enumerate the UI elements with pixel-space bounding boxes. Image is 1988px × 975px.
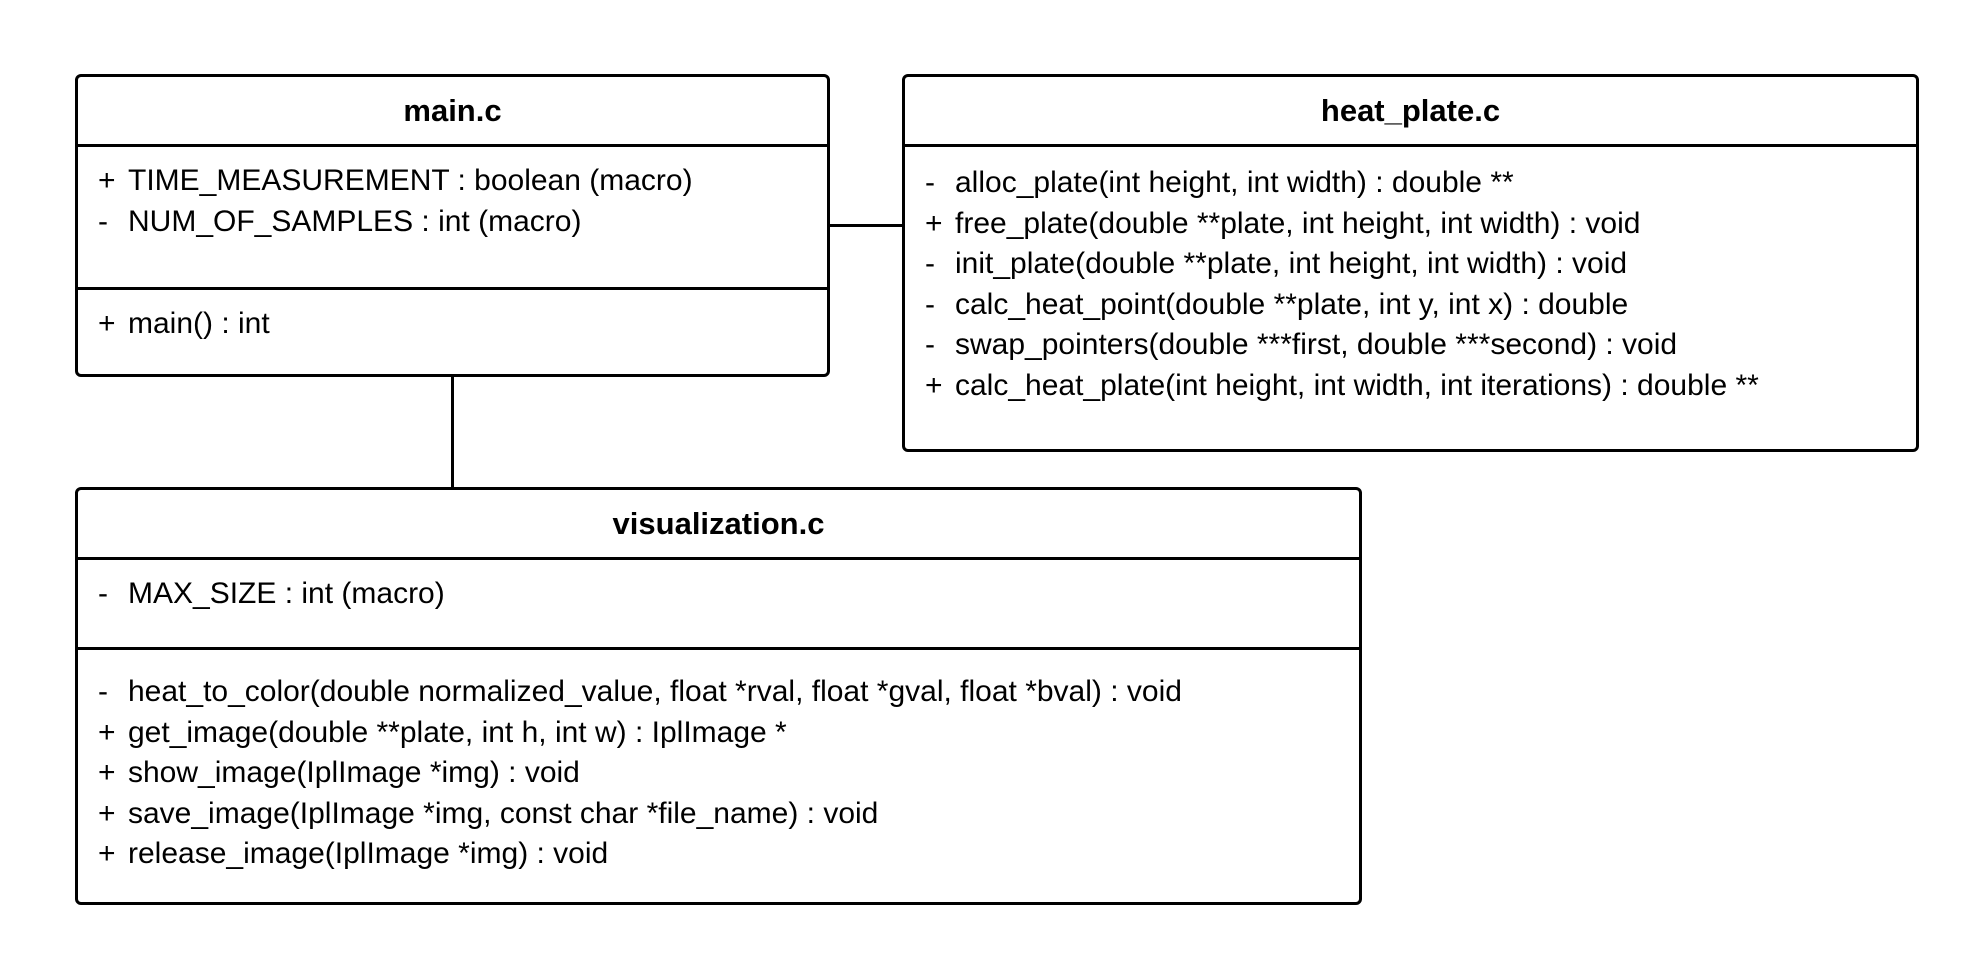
operation-text: main() : int (128, 307, 270, 340)
operation-row: -swap_pointers(double ***first, double *… (925, 325, 1916, 366)
visibility-marker: + (98, 837, 116, 870)
operation-text: release_image(IplImage *img) : void (128, 837, 609, 870)
attribute-text: MAX_SIZE : int (macro) (128, 577, 445, 610)
visibility-marker: - (98, 204, 108, 238)
connector-main-visualization (451, 374, 454, 489)
visibility-marker: - (925, 166, 935, 199)
operation-row: -calc_heat_point(double **plate, int y, … (925, 285, 1916, 326)
visibility-marker: + (98, 715, 116, 749)
class-title-heat-plate: heat_plate.c (905, 77, 1916, 147)
attributes-section-main: + TIME_MEASUREMENT : boolean (macro) -NUM… (78, 147, 827, 287)
visibility-marker: + (925, 206, 943, 240)
attributes-section-visualization: -MAX_SIZE : int (macro) (78, 560, 1359, 647)
attribute-row: -NUM_OF_SAMPLES : int (macro) (98, 202, 827, 243)
attribute-text: TIME_MEASUREMENT : boolean (macro) (128, 164, 693, 197)
class-box-heat-plate: heat_plate.c -alloc_plate(int height, in… (902, 74, 1919, 452)
operations-section-heat-plate: -alloc_plate(int height, int width) : do… (905, 147, 1916, 449)
visibility-marker: - (98, 675, 108, 708)
class-title-main: main.c (78, 77, 827, 147)
operation-text: calc_heat_point(double **plate, int y, i… (955, 287, 1629, 321)
connector-main-heat-plate (827, 224, 905, 227)
attribute-row: + TIME_MEASUREMENT : boolean (macro) (98, 161, 827, 202)
operation-text: free_plate(double **plate, int height, i… (955, 206, 1641, 240)
visibility-marker: + (98, 164, 116, 197)
operation-row: + free_plate(double **plate, int height, … (925, 204, 1916, 245)
operation-row: + show_image(IplImage *img) : void (98, 753, 1359, 794)
class-title-visualization: visualization.c (78, 490, 1359, 560)
operation-text: save_image(IplImage *img, const char *fi… (128, 796, 879, 830)
operation-row: -init_plate(double **plate, int height, … (925, 244, 1916, 285)
attribute-row: -MAX_SIZE : int (macro) (98, 574, 1359, 615)
operation-row: + get_image(double **plate, int h, int w)… (98, 713, 1359, 754)
operation-text: alloc_plate(int height, int width) : dou… (955, 166, 1514, 199)
operation-row: + release_image(IplImage *img) : void (98, 834, 1359, 875)
visibility-marker: + (925, 368, 943, 402)
operation-row: + save_image(IplImage *img, const char *f… (98, 794, 1359, 835)
visibility-marker: + (98, 307, 116, 340)
operation-text: heat_to_color(double normalized_value, f… (128, 675, 1182, 708)
operation-text: init_plate(double **plate, int height, i… (955, 247, 1628, 280)
visibility-marker: - (925, 247, 935, 280)
visibility-marker: + (98, 756, 116, 789)
operation-text: swap_pointers(double ***first, double **… (955, 328, 1678, 361)
operations-section-main: + main() : int (78, 287, 827, 374)
visibility-marker: - (925, 287, 935, 321)
attribute-text: NUM_OF_SAMPLES : int (macro) (128, 204, 582, 238)
operation-row: + calc_heat_plate(int height, int width, … (925, 366, 1916, 407)
class-box-visualization: visualization.c -MAX_SIZE : int (macro) … (75, 487, 1362, 905)
visibility-marker: + (98, 796, 116, 830)
operations-section-visualization: -heat_to_color(double normalized_value, … (78, 647, 1359, 902)
visibility-marker: - (98, 577, 108, 610)
class-box-main: main.c + TIME_MEASUREMENT : boolean (macr… (75, 74, 830, 377)
operation-text: calc_heat_plate(int height, int width, i… (955, 368, 1759, 402)
visibility-marker: - (925, 328, 935, 361)
operation-text: show_image(IplImage *img) : void (128, 756, 580, 789)
operation-row: -alloc_plate(int height, int width) : do… (925, 163, 1916, 204)
operation-text: get_image(double **plate, int h, int w) … (128, 715, 787, 749)
operation-row: -heat_to_color(double normalized_value, … (98, 672, 1359, 713)
operation-row: + main() : int (98, 304, 827, 345)
